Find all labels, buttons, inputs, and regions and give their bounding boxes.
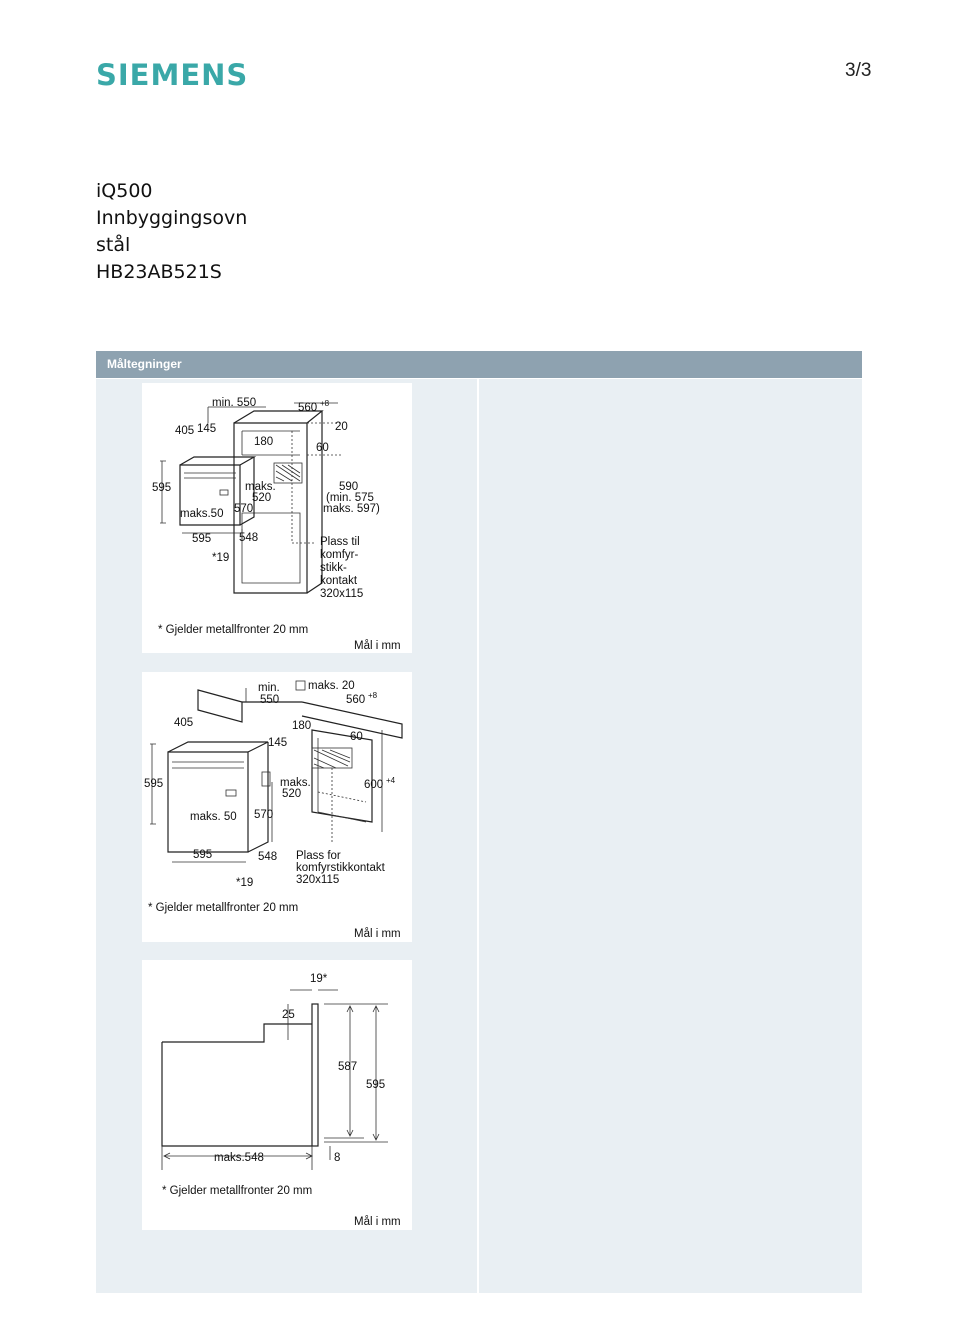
dim-570: 570 [254,809,273,821]
dim-548: 548 [239,532,258,544]
dim-560-sup: +8 [368,691,378,700]
socket-label-2: komfyr- [320,549,359,561]
dim-560-sup: +8 [320,399,330,408]
side-view-diagram: 19* 25 587 595 maks.548 8 * Gjelder meta… [161,973,401,1228]
socket-label-2: komfyrstikkontakt [296,862,386,874]
dimension-lines [160,402,338,541]
dim-550: 550 [260,694,279,706]
dim-548: 548 [258,851,277,863]
product-info: iQ500 Innbyggingsovn stål HB23AB521S [96,178,247,286]
product-model: HB23AB521S [96,261,222,283]
dim-600: 600 [364,779,383,791]
dim-520: 520 [252,492,271,504]
dim-570: 570 [234,503,253,515]
dim-min575: (min. 575 [326,492,374,504]
dim-595: 595 [152,482,171,494]
cabinet-outline [233,410,342,594]
tall-cabinet-diagram: min. 550 560 +8 405 145 20 180 60 595 ma… [152,397,401,652]
dim-595: 595 [366,1079,385,1091]
dim-min: min. [258,682,280,694]
dim-maks50: maks. 50 [190,811,237,823]
section-header: Måltegninger [96,351,862,378]
dim-maks20: maks. 20 [308,680,355,692]
dim-405: 405 [175,425,194,437]
drawing-under-counter: min. 550 maks. 20 560 +8 405 180 145 60 … [142,672,412,942]
page-number: 3/3 [845,60,872,81]
dim-60: 60 [350,731,363,743]
dim-maks50: maks.50 [180,508,223,520]
dim-520: 520 [282,788,301,800]
under-counter-diagram: min. 550 maks. 20 560 +8 405 180 145 60 … [144,680,403,940]
drawing-footnote: * Gjelder metallfronter 20 mm [158,624,308,636]
socket-label-3: stikk- [320,562,347,574]
dim-587: 587 [338,1061,357,1073]
socket-label-5: 320x115 [320,588,363,600]
dim-145: 145 [197,423,216,435]
empty-panel [479,379,862,1293]
socket-label-3: 320x115 [296,874,339,886]
drawing-unit: Mål i mm [354,928,401,940]
drawing-unit: Mål i mm [354,1216,401,1228]
socket-label-1: Plass til [320,536,360,548]
drawing-footnote: * Gjelder metallfronter 20 mm [148,902,298,914]
dim-8: 8 [334,1152,340,1164]
dim-180: 180 [292,720,311,732]
drawing-side-view: 19* 25 587 595 maks.548 8 * Gjelder meta… [142,960,412,1230]
oven-outline [167,741,271,853]
dim-maks548: maks.548 [214,1152,264,1164]
dim-595: 595 [144,778,163,790]
dim-590: 590 [339,481,358,493]
socket-label-1: Plass for [296,850,341,862]
product-color: stål [96,234,131,256]
dim-560: 560 [298,402,317,414]
oven-side-outline [161,1003,319,1147]
dim-60: 60 [316,442,329,454]
dim-19: *19 [212,552,229,564]
dimension-lines [161,989,388,1170]
drawing-footnote: * Gjelder metallfronter 20 mm [162,1185,312,1197]
dim-min550: min. 550 [212,397,256,409]
dimension-lines [150,680,306,863]
drawing-tall-cabinet: min. 550 560 +8 405 145 20 180 60 595 ma… [142,383,412,653]
dim-145: 145 [268,737,287,749]
dim-25: 25 [282,1009,295,1021]
counter-outline [197,689,403,842]
dim-maks: maks. [280,777,311,789]
product-type: Innbyggingsovn [96,207,248,229]
dim-19: *19 [236,877,253,889]
dim-maks597: maks. 597) [323,503,380,515]
drawing-unit: Mål i mm [354,640,401,652]
dim-maks: maks. [245,481,276,493]
dim-560: 560 [346,694,365,706]
dim-600-sup: +4 [386,776,396,785]
dim-405: 405 [174,717,193,729]
dim-595b: 595 [193,849,212,861]
dim-19: 19* [310,973,328,985]
dim-20: 20 [335,421,348,433]
product-series: iQ500 [96,180,153,202]
dim-180: 180 [254,436,273,448]
oven-outline [179,456,257,526]
section-title: Måltegninger [107,357,182,371]
siemens-logo: SIEMENS [96,58,249,92]
socket-label-4: kontakt [320,575,358,587]
dim-595b: 595 [192,533,211,545]
